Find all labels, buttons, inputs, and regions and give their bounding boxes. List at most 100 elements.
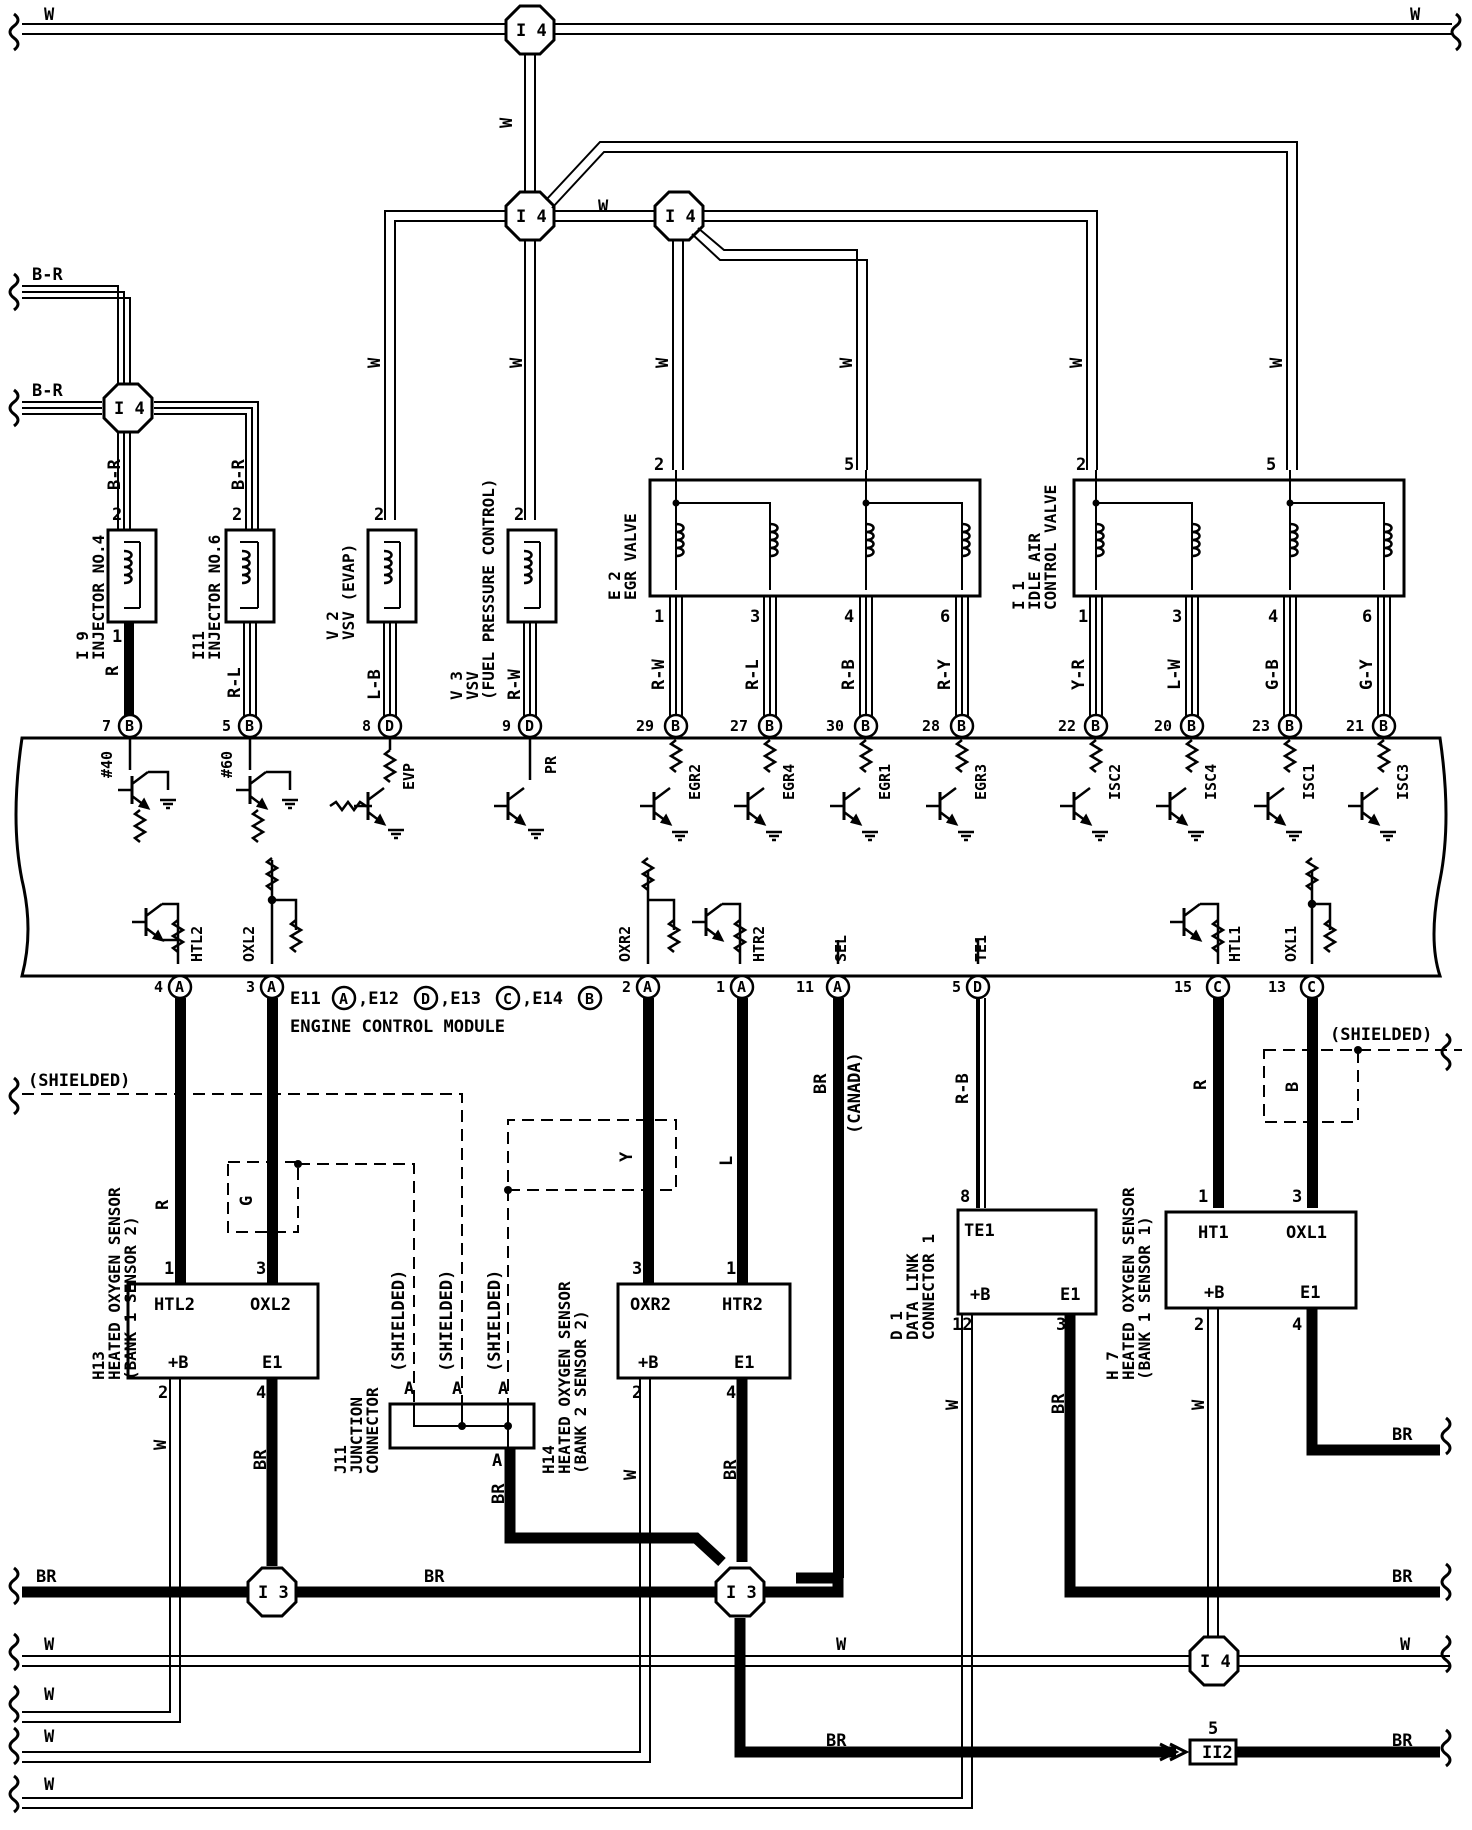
connector-label: II2 (1202, 1743, 1233, 1763)
sensor-pin-label: E1 (1300, 1283, 1320, 1303)
pin-number: 3 (1056, 1315, 1066, 1335)
shielded-lines (22, 1049, 1462, 1404)
wire-label-br: BR (489, 1483, 509, 1504)
pin-number: A (492, 1451, 502, 1471)
wire-label-l: L (717, 1156, 737, 1166)
svg-text:B: B (1091, 717, 1100, 735)
sensor-h13 (126, 1282, 320, 1380)
wire-label-w: W (943, 1399, 963, 1410)
wire-label: G-B (1263, 659, 1283, 690)
wire-label-w: W (44, 1727, 55, 1747)
sensor-pin-label: HTL2 (154, 1295, 195, 1315)
sensor-pin-label: OXL1 (1286, 1223, 1327, 1243)
signal-label: HTL2 (188, 926, 206, 962)
svg-text:29: 29 (636, 717, 654, 735)
wires-egr (669, 596, 969, 716)
wire-r-l (243, 622, 257, 716)
component-name: HEATED OXYGEN SENSOR (105, 1187, 124, 1380)
svg-text:A: A (339, 990, 348, 1008)
svg-text:27: 27 (730, 717, 748, 735)
pin-number: 1 (1078, 607, 1088, 627)
pin-number: 4 (726, 1383, 736, 1403)
wire-label: Y-R (1069, 659, 1089, 690)
svg-text:C: C (1213, 978, 1222, 996)
component-name: JUNCTION (347, 1397, 366, 1474)
wire-label-b-r: B-R (105, 459, 125, 490)
pin-number: 6 (940, 607, 950, 627)
pin-number: 1 (112, 627, 122, 647)
ecm-bottom-pin: A 1 (716, 974, 755, 1000)
signal-label: ISC4 (1202, 764, 1220, 800)
wire-label-br: BR (424, 1567, 445, 1587)
wire-label: R-L (743, 659, 763, 690)
sensor-wires-w (22, 1308, 1219, 1809)
component-name-2: CONNECTOR 1 (919, 1234, 938, 1340)
wire-label-br: BR (1392, 1731, 1413, 1751)
wires-iac (1089, 596, 1391, 716)
signal-label: HTR2 (750, 926, 768, 962)
wire-label-w: W (621, 1469, 641, 1480)
svg-text:B: B (245, 717, 254, 735)
pin-number: 5 (1266, 455, 1276, 475)
ecm-bottom-pin: A 3 (246, 974, 285, 1000)
splice-label: I 4 (516, 21, 547, 41)
wire-label-w: W (1267, 357, 1287, 368)
wire-label: R-B (839, 659, 859, 690)
signal-label: TE1 (972, 935, 990, 962)
wire-label-w: W (44, 1775, 55, 1795)
svg-text:A: A (833, 978, 842, 996)
component-name: DATA LINK (903, 1253, 922, 1340)
svg-text:15: 15 (1174, 978, 1192, 996)
wires-w-distribution (384, 141, 1298, 520)
pin-number: 2 (1076, 455, 1086, 475)
ecm-top-pin: B 22 (1058, 713, 1109, 739)
sensor-pin-label: +B (638, 1353, 658, 1373)
component-id: D 1 (887, 1311, 906, 1340)
shielded-label: (SHIELDED) (28, 1071, 130, 1091)
svg-text:D: D (385, 717, 394, 735)
connector-pin-label: TE1 (964, 1221, 995, 1241)
data-link-connector-d1 (956, 1208, 1098, 1316)
wire-label-r-l: R-L (225, 667, 245, 698)
wire-label-w: W (1189, 1399, 1209, 1410)
ecm-body (14, 736, 1448, 978)
svg-text:,E12: ,E12 (358, 989, 399, 1009)
shield-junction (504, 1186, 512, 1194)
svg-text:28: 28 (922, 717, 940, 735)
ecm-top-pin: B 29 (636, 713, 689, 739)
signal-label: ISC2 (1106, 764, 1124, 800)
signal-label: PR (542, 755, 560, 774)
splice-label: I 3 (258, 1583, 289, 1603)
wire-label-r-b: R-B (953, 1073, 973, 1104)
ecm-top-pin: B 27 (730, 713, 783, 739)
wire-label-br: BR (251, 1449, 271, 1470)
signal-label: EGR2 (686, 764, 704, 800)
sensor-pin-label: E1 (262, 1353, 282, 1373)
ecm-top-pin: B 7 (102, 713, 143, 739)
wire-label-w: W (653, 357, 673, 368)
component-id: I 9 (73, 631, 92, 660)
svg-text:B: B (585, 990, 594, 1008)
pin-number: 2 (1194, 1315, 1204, 1335)
svg-text:13: 13 (1268, 978, 1286, 996)
wire-label-b-r: B-R (229, 459, 249, 490)
component-name-2: (FUEL PRESSURE CONTROL) (479, 478, 498, 700)
wire-label-w: W (365, 357, 385, 368)
svg-text:2: 2 (622, 978, 631, 996)
component-name: VSV (463, 671, 482, 700)
svg-text:,E13: ,E13 (440, 989, 481, 1009)
bottom-w-bus (22, 1655, 1450, 1667)
svg-text:9: 9 (502, 717, 511, 735)
shield-junction (1354, 1046, 1362, 1054)
pin-number: 2 (374, 505, 384, 525)
svg-text:11: 11 (796, 978, 814, 996)
svg-text:D: D (525, 717, 534, 735)
ecm-top-pin: B 28 (922, 713, 975, 739)
wire-label-br: BR (721, 1459, 741, 1480)
component-name: INJECTOR NO.6 (205, 535, 224, 660)
vsv-evap-v2 (366, 528, 418, 624)
wire-label: G-Y (1357, 659, 1377, 690)
signal-label: OXR2 (616, 926, 634, 962)
junction-connector-j11 (388, 1402, 536, 1450)
